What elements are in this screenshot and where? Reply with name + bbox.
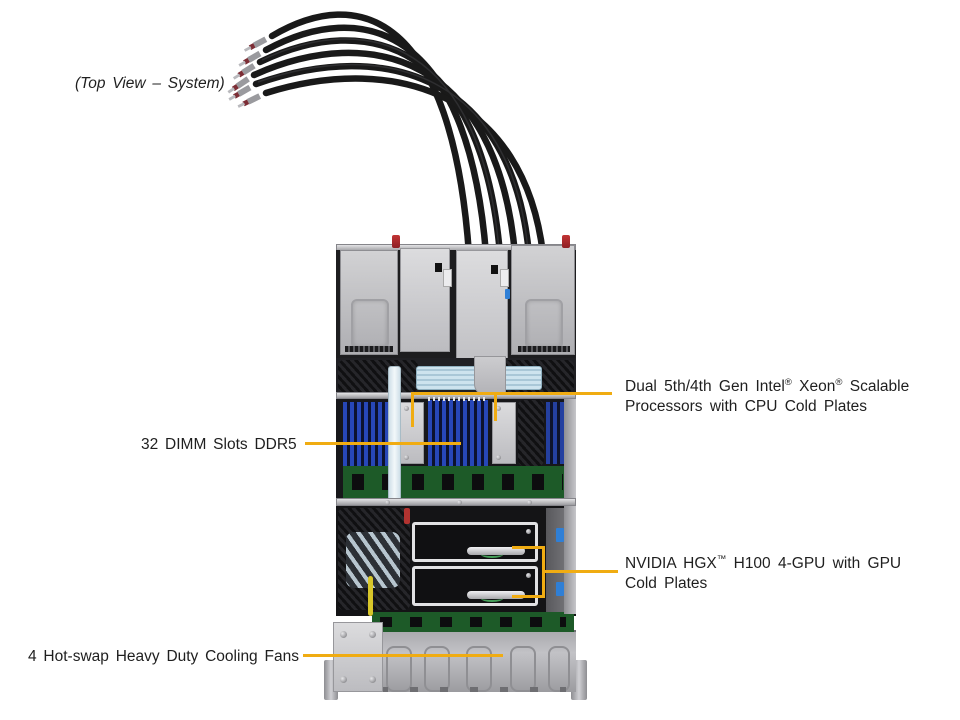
gpu-label: NVIDIA HGX™ H100 4-GPU with GPU Cold Pla… xyxy=(625,554,901,593)
screw xyxy=(457,500,462,505)
gpu-callout-stub-top xyxy=(512,546,542,549)
cpu-callout-drop-2 xyxy=(494,392,497,421)
gpu-green-sticker xyxy=(481,551,503,558)
screw xyxy=(340,676,347,683)
gpu-callout-stub-bottom xyxy=(512,595,542,598)
right-side-wall xyxy=(564,399,576,614)
coolant-tube-vertical xyxy=(388,366,401,502)
quick-disconnect-fittings xyxy=(227,36,268,108)
cpu-label-line1: Dual 5th/4th Gen Intel® Xeon® Scalable xyxy=(625,376,910,395)
coolant-tube-bundle xyxy=(346,532,400,588)
dimm-group-center xyxy=(428,400,488,468)
screw xyxy=(526,573,531,578)
thumbscrew-right xyxy=(562,235,570,248)
motherboard-pcb xyxy=(343,466,572,498)
screw xyxy=(385,500,390,505)
screw xyxy=(369,631,376,638)
dimm-label: 32 DIMM Slots DDR5 xyxy=(141,436,297,453)
fan-bay-outline xyxy=(510,646,536,692)
red-wire xyxy=(404,508,410,524)
module-panel-emboss xyxy=(525,299,563,349)
gpu-callout-line xyxy=(542,570,618,573)
gpu-cold-plate-2 xyxy=(412,566,538,606)
dimm-callout-line xyxy=(305,442,461,445)
fan-tray-tabs xyxy=(350,687,566,692)
connector-cutout xyxy=(435,263,442,272)
module-left-inner xyxy=(400,248,452,352)
fan-bay-outline xyxy=(466,646,492,692)
screw xyxy=(526,529,531,534)
hose-5 xyxy=(252,62,533,258)
latch xyxy=(500,269,509,287)
fan-bay-outline xyxy=(548,646,570,692)
gpu-callout-bracket-vertical xyxy=(542,546,545,598)
cpu-label: Dual 5th/4th Gen Intel® Xeon® Scalable P… xyxy=(625,377,909,416)
pcb-connectors xyxy=(352,474,563,490)
fan-bay-outline xyxy=(386,646,412,692)
fan-tray-left-box xyxy=(333,622,383,692)
gpu-cold-plate-1 xyxy=(412,522,538,562)
screw xyxy=(404,455,409,460)
fans-callout-line xyxy=(303,654,503,657)
module-left-outer xyxy=(340,250,398,355)
module-vent xyxy=(345,346,393,352)
blue-clip xyxy=(556,582,564,596)
screw xyxy=(404,406,409,411)
module-right-outer xyxy=(511,245,575,355)
hose-6 xyxy=(262,75,547,258)
gpu-green-sticker xyxy=(481,595,503,602)
screw xyxy=(340,631,347,638)
cpu-callout-drop-1 xyxy=(411,392,414,427)
yellow-wire xyxy=(368,576,373,616)
pcb-connectors xyxy=(380,617,566,627)
module-panel-emboss xyxy=(351,299,389,349)
dimm-latch-row xyxy=(428,397,488,401)
gpu-label-line2: Cold Plates xyxy=(625,574,708,592)
latch xyxy=(443,269,452,287)
gpu-label-line1: NVIDIA HGX™ H100 4-GPU with GPU xyxy=(625,553,902,572)
screw xyxy=(527,500,532,505)
manifold-elbow xyxy=(474,356,506,396)
cable-bundle-center xyxy=(518,400,544,466)
cable-bundle-left xyxy=(338,360,418,392)
hose-1 xyxy=(268,11,473,258)
blue-clip xyxy=(505,289,510,299)
screw xyxy=(496,406,501,411)
center-crossbar xyxy=(336,498,576,506)
module-vent xyxy=(518,346,570,352)
hose-4 xyxy=(250,49,519,258)
fans-label: 4 Hot-swap Heavy Duty Cooling Fans xyxy=(28,648,299,665)
cpu-callout-line xyxy=(411,392,612,395)
screw xyxy=(496,455,501,460)
hose-2 xyxy=(262,24,490,258)
fan-bay-outline xyxy=(424,646,450,692)
thumbscrew-left xyxy=(392,235,400,248)
blue-clip xyxy=(556,528,564,542)
figure-title: (Top View – System) xyxy=(75,75,225,92)
connector-cutout xyxy=(491,265,498,274)
dimm-group-left xyxy=(343,402,391,466)
cpu-label-line2: Processors with CPU Cold Plates xyxy=(625,397,867,415)
gpu-backplane-pcb xyxy=(372,612,574,632)
screw xyxy=(369,676,376,683)
